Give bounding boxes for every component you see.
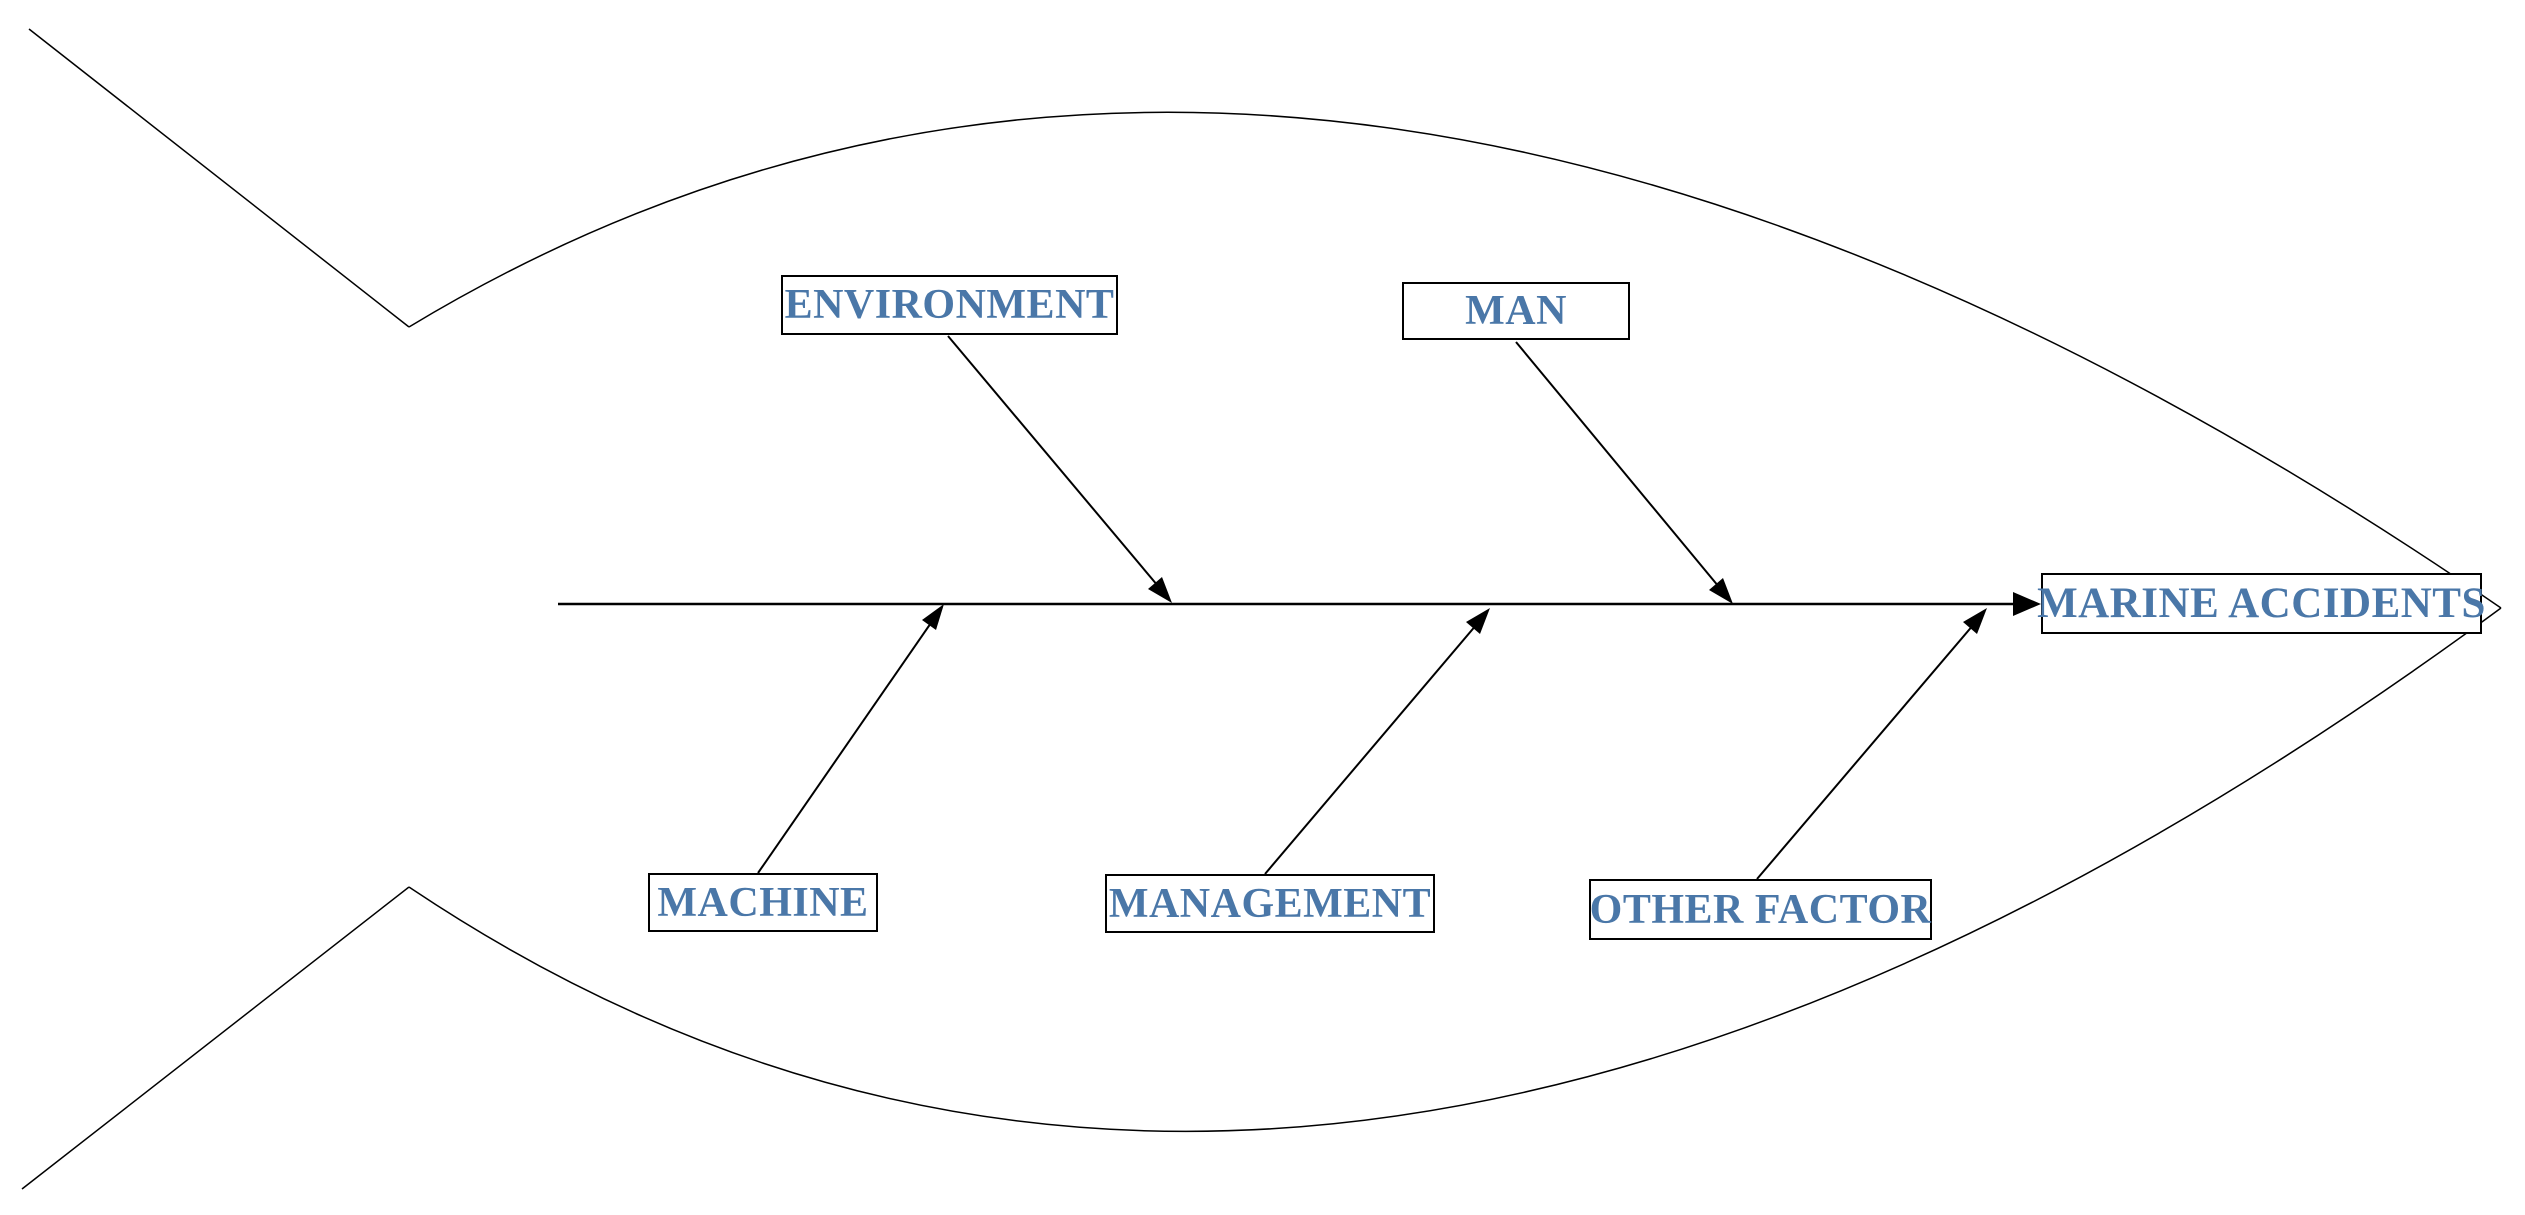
tail-lower-line: [21, 886, 410, 1190]
cause-box-man: MAN: [1402, 282, 1630, 340]
branch-management-arrowhead: [1466, 608, 1490, 634]
effect-label-marine-accidents: MARINE ACCIDENTS: [2037, 580, 2486, 627]
branch-environment-arrowhead: [1148, 577, 1172, 603]
body-upper-arc: [408, 111, 2502, 609]
cause-box-other-factor: OTHER FACTOR: [1589, 879, 1932, 940]
branch-environment-line: [947, 335, 1159, 587]
cause-box-machine: MACHINE: [648, 873, 878, 932]
branch-man-arrowhead: [1709, 578, 1733, 604]
cause-label-management: MANAGEMENT: [1108, 880, 1432, 927]
cause-box-management: MANAGEMENT: [1105, 874, 1435, 933]
branch-management-line: [1264, 623, 1478, 875]
effect-box-marine-accidents: MARINE ACCIDENTS: [2037, 573, 2485, 634]
spine-arrowhead: [2013, 592, 2041, 616]
cause-box-environment: ENVIRONMENT: [781, 275, 1118, 335]
cause-label-man: MAN: [1465, 288, 1567, 334]
branch-machine-arrowhead: [922, 604, 944, 630]
tail-upper-line: [28, 28, 410, 328]
branch-other-factor-arrowhead: [1963, 608, 1987, 634]
branch-machine-line: [757, 619, 934, 874]
branch-man-line: [1515, 341, 1720, 588]
branch-other-factor-line: [1756, 623, 1975, 880]
body-lower-arc: [408, 607, 2502, 1133]
cause-label-machine: MACHINE: [657, 879, 869, 926]
cause-label-other-factor: OTHER FACTOR: [1589, 886, 1932, 933]
cause-label-environment: ENVIRONMENT: [784, 282, 1115, 328]
